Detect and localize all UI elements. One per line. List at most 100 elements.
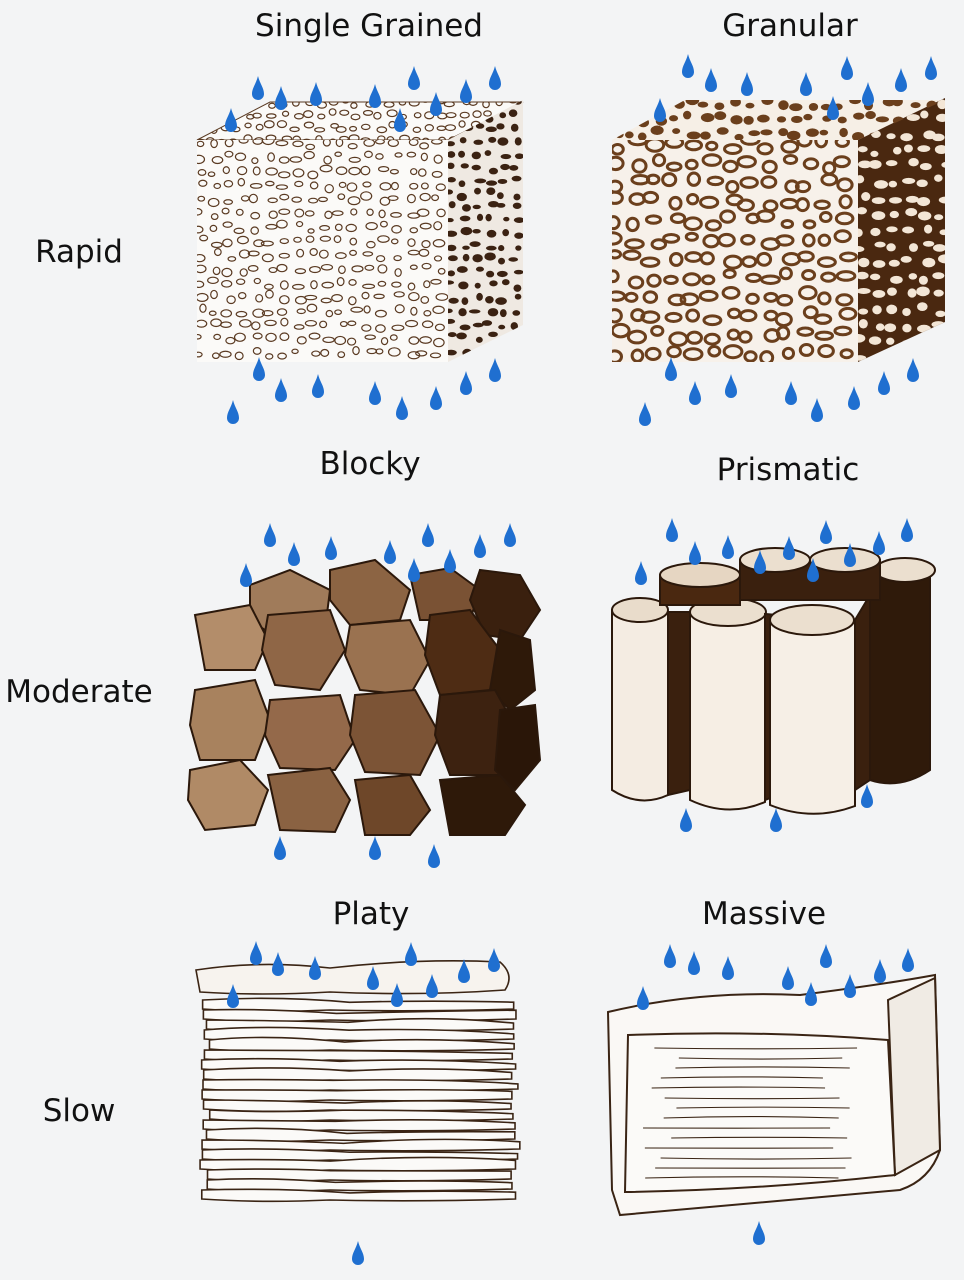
water-drop	[689, 381, 701, 405]
water-drop	[460, 371, 472, 395]
massive-block	[606, 973, 942, 1217]
water-drop	[426, 974, 438, 998]
water-drop	[460, 79, 472, 103]
water-drop	[722, 956, 734, 980]
water-drop	[800, 72, 812, 96]
water-drop	[288, 542, 300, 566]
water-drop	[874, 959, 886, 983]
water-drop	[754, 550, 766, 574]
water-drop	[396, 396, 408, 420]
water-drop	[907, 358, 919, 382]
water-drop	[369, 381, 381, 405]
water-drop	[901, 518, 913, 542]
water-drop	[275, 378, 287, 402]
water-drop	[861, 784, 873, 808]
prismatic-columns	[611, 547, 936, 815]
water-drop	[422, 523, 434, 547]
water-drop	[722, 535, 734, 559]
water-drop	[252, 76, 264, 100]
water-drop	[844, 543, 856, 567]
water-drop	[458, 959, 470, 983]
water-drop	[504, 523, 516, 547]
water-drop	[352, 1241, 364, 1265]
water-drop	[309, 956, 321, 980]
water-drop	[811, 398, 823, 422]
water-drop	[227, 984, 239, 1008]
water-drop	[384, 540, 396, 564]
water-drop	[820, 944, 832, 968]
water-drop	[807, 558, 819, 582]
water-drop	[430, 92, 442, 116]
water-drop	[240, 563, 252, 587]
water-drop	[878, 371, 890, 395]
massive-title: Massive	[701, 896, 827, 932]
water-drop	[394, 108, 406, 132]
water-drop	[225, 108, 237, 132]
water-drop	[639, 402, 651, 426]
water-drop	[902, 948, 914, 972]
single-grained-title: Single Grained	[255, 8, 483, 44]
water-drop	[227, 400, 239, 424]
water-drop	[844, 974, 856, 998]
water-drop	[428, 844, 440, 868]
blocky-aggregates	[186, 558, 542, 836]
water-drop	[489, 358, 501, 382]
water-drop	[841, 56, 853, 80]
water-drop	[785, 381, 797, 405]
prismatic-title: Prismatic	[716, 452, 860, 488]
water-drop	[274, 836, 286, 860]
water-drop	[664, 944, 676, 968]
water-drop	[635, 561, 647, 585]
water-drop	[654, 98, 666, 122]
row-label-moderate: Moderate	[5, 674, 153, 710]
water-drop	[805, 982, 817, 1006]
water-drop	[725, 374, 737, 398]
water-drop	[820, 520, 832, 544]
granular-block	[612, 98, 945, 362]
water-drop	[770, 808, 782, 832]
water-drop	[783, 536, 795, 560]
water-drop	[895, 68, 907, 92]
water-drop	[925, 56, 937, 80]
water-drops	[225, 54, 937, 1265]
water-drop	[430, 386, 442, 410]
water-drop	[848, 386, 860, 410]
water-drop	[741, 72, 753, 96]
platy-layers	[195, 960, 521, 1203]
water-drop	[862, 82, 874, 106]
water-drop	[325, 536, 337, 560]
water-drop	[753, 1221, 765, 1245]
water-drop	[680, 808, 692, 832]
water-drop	[264, 523, 276, 547]
single-grained-block	[196, 100, 524, 362]
water-drop	[444, 549, 456, 573]
water-drop	[688, 951, 700, 975]
water-drop	[250, 941, 262, 965]
row-label-slow: Slow	[42, 1093, 116, 1129]
water-drop	[253, 357, 265, 381]
water-drop	[391, 983, 403, 1007]
water-drop	[408, 558, 420, 582]
water-drop	[369, 84, 381, 108]
row-label-rapid: Rapid	[35, 234, 123, 270]
water-drop	[369, 836, 381, 860]
water-drop	[489, 66, 501, 90]
water-drop	[827, 96, 839, 120]
water-drop	[408, 66, 420, 90]
water-drop	[275, 86, 287, 110]
platy-title: Platy	[332, 896, 410, 932]
water-drop	[272, 952, 284, 976]
water-drop	[682, 54, 694, 78]
water-drop	[312, 374, 324, 398]
water-drop	[665, 357, 677, 381]
granular-title: Granular	[722, 8, 858, 44]
water-drop	[474, 534, 486, 558]
water-drop	[689, 541, 701, 565]
water-drop	[488, 948, 500, 972]
water-drop	[310, 82, 322, 106]
blocky-title: Blocky	[319, 446, 421, 482]
water-drop	[666, 518, 678, 542]
water-drop	[705, 68, 717, 92]
water-drop	[405, 942, 417, 966]
